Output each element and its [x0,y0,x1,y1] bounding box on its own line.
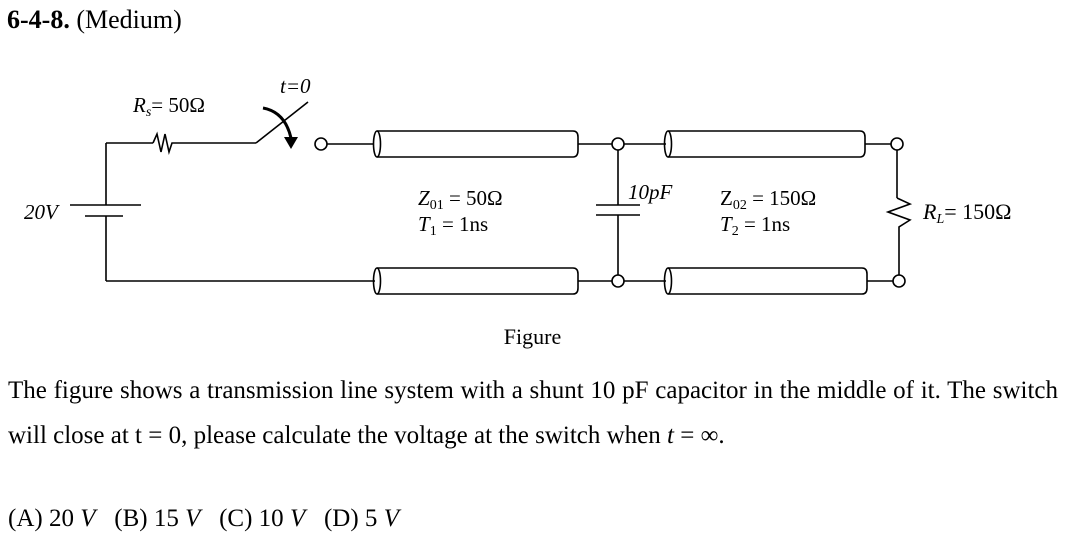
problem-header: 6-4-8. (Medium) [7,4,182,36]
source-voltage-label: 20V [24,200,58,224]
source-resistor-label: Rs= 50Ω [133,93,205,120]
battery-icon [70,204,141,217]
switch-icon [255,101,374,151]
option-d[interactable]: (D) 5 V [323,505,399,532]
source-resistor-icon [152,131,174,155]
line1-delay-label: T1 = 1ns [418,212,489,239]
problem-difficulty: (Medium) [76,5,182,34]
figure-caption: Figure [503,324,562,349]
problem-number: 6-4-8. [7,5,70,34]
switch-label: t=0 [280,74,311,98]
line2-delay-label: T2 = 1ns [720,212,791,239]
transmission-line-2-top [624,130,891,158]
load-resistor-icon [885,137,913,288]
option-b[interactable]: (B) 15 V [114,505,201,532]
capacitor-label: 10pF [628,180,673,204]
circuit-diagram [70,101,913,295]
question-text: The figure shows a transmission line sys… [8,377,1058,449]
transmission-line-1-top [372,130,613,158]
option-c[interactable]: (C) 10 V [219,505,306,532]
line2-impedance-label: Z02 = 150Ω [720,186,817,213]
option-a[interactable]: (A) 20 V [8,505,96,532]
source-wiring [105,142,375,282]
transmission-line-2-bottom [624,267,893,295]
load-resistor-label: RL= 150Ω [923,199,1012,228]
line1-impedance-label: Z01 = 50Ω [418,186,503,213]
answer-options: (A) 20 V (B) 15 V (C) 10 V (D) 5 V [8,503,399,535]
capacitor-icon [596,137,640,288]
transmission-line-1-bottom [372,267,613,295]
